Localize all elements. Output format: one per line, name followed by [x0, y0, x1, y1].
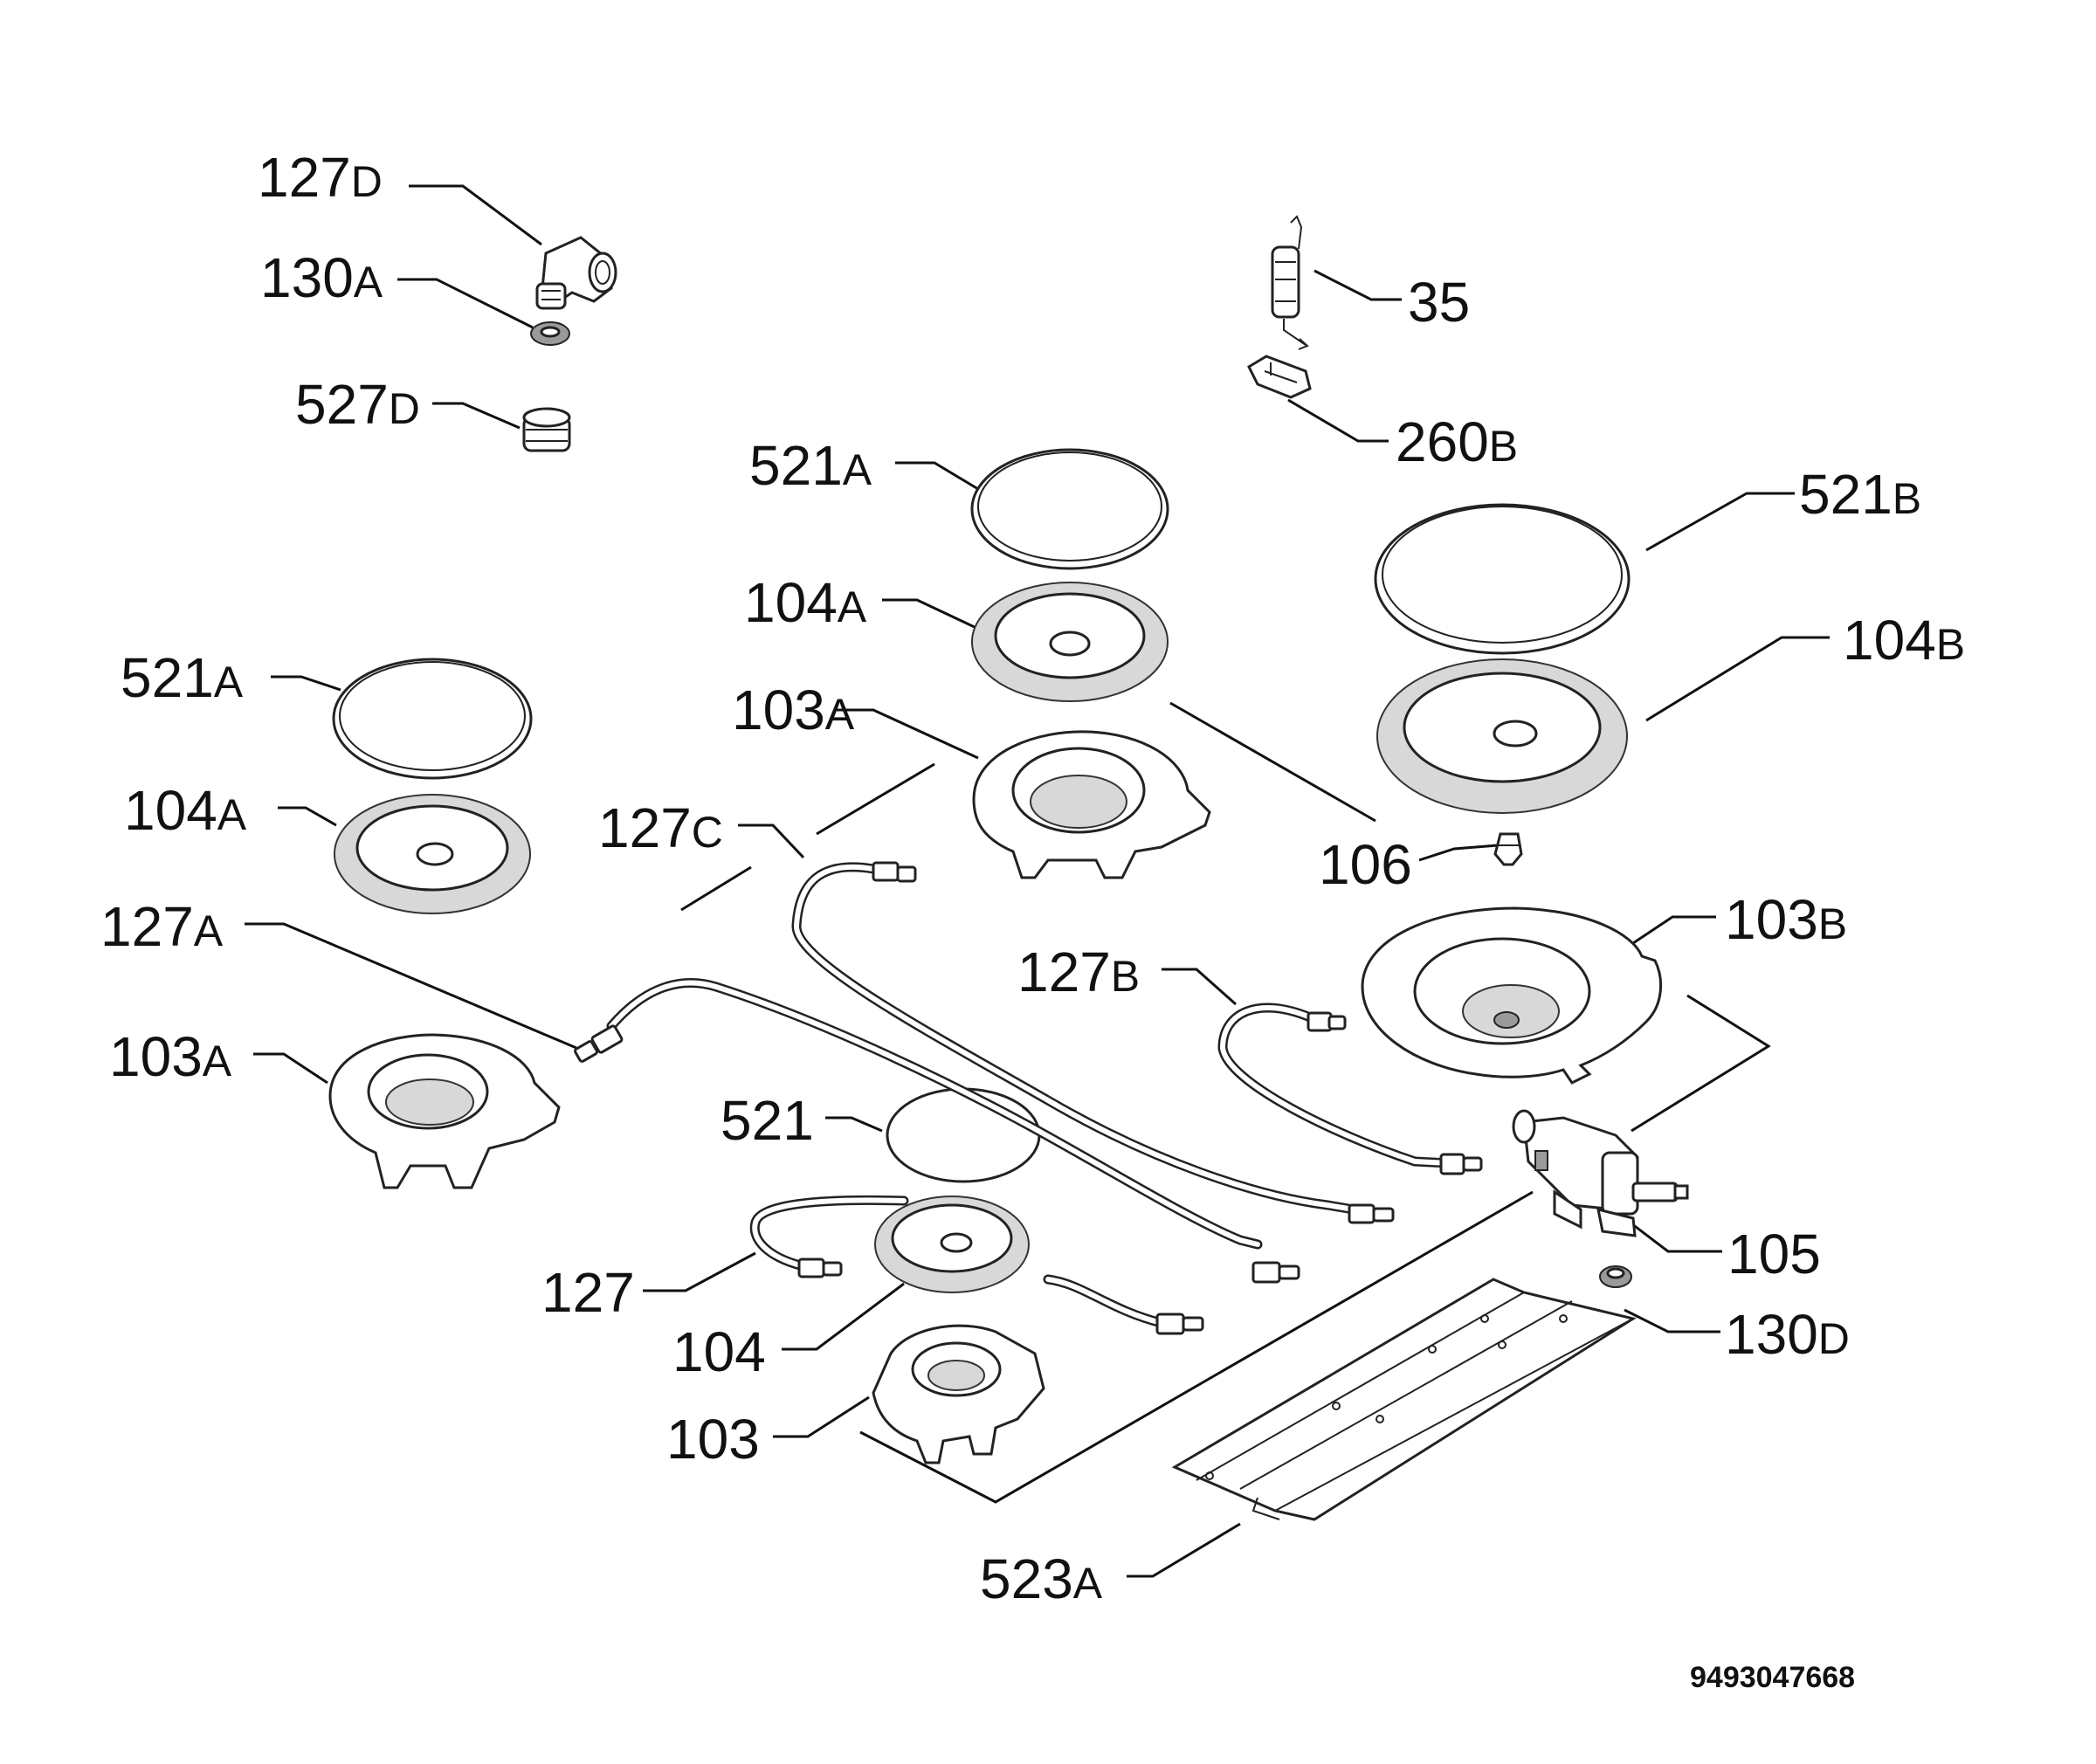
burner-cap-large-part	[1374, 503, 1631, 655]
mounting-rail-part	[1171, 1278, 1637, 1521]
label-527D: 527D	[295, 373, 420, 436]
flame-spreader-small-part	[874, 1196, 1030, 1293]
label-35: 35	[1408, 271, 1470, 334]
flame-spreader-large-part	[1376, 658, 1628, 814]
label-521A-left: 521A	[121, 646, 244, 709]
label-104B: 104B	[1843, 609, 1965, 672]
label-260B: 260B	[1396, 410, 1518, 473]
burner-base-part	[972, 730, 1211, 879]
label-127C: 127C	[598, 796, 723, 859]
leader-lines	[245, 184, 1830, 1578]
burner-cap-left-part	[332, 658, 533, 780]
label-127B: 127B	[1017, 941, 1140, 1003]
label-127D-top: 127D	[258, 146, 383, 209]
label-106: 106	[1319, 833, 1412, 896]
diagram-reference-number: 9493047668	[1690, 1661, 1855, 1694]
label-130D: 130D	[1725, 1303, 1850, 1366]
label-104: 104	[672, 1320, 766, 1383]
burner-base-small-part	[872, 1324, 1045, 1464]
label-105: 105	[1727, 1223, 1821, 1285]
label-104A-left: 104A	[124, 779, 247, 842]
label-103A-center: 103A	[732, 679, 855, 741]
seal-washer-small-part	[1599, 1265, 1632, 1288]
label-521B: 521B	[1799, 463, 1921, 526]
burner-cap-small-part	[886, 1087, 1041, 1183]
label-130A-top: 130A	[260, 246, 383, 309]
injector-part	[1493, 832, 1523, 866]
label-521: 521	[720, 1089, 814, 1152]
label-523A: 523A	[980, 1547, 1103, 1610]
gas-pipes	[574, 861, 1483, 1335]
flame-spreader-left-part	[334, 794, 531, 914]
gas-valve-part	[1512, 1109, 1689, 1237]
label-127: 127	[541, 1261, 635, 1324]
seal-washer-part	[530, 321, 570, 346]
elbow-fitting-part	[535, 236, 617, 310]
flame-spreader-part	[971, 582, 1169, 702]
label-521A-center: 521A	[749, 434, 872, 497]
part-labels: 127D 130A 527D 35 260B 521A 521B 104A 10…	[100, 146, 1965, 1610]
burner-cap-part	[970, 448, 1169, 570]
thermocouple-part	[1271, 215, 1309, 350]
nipple-fitting-part	[522, 407, 571, 452]
label-103B: 103B	[1725, 888, 1847, 951]
label-103A-left: 103A	[109, 1025, 232, 1088]
burner-base-left-part	[328, 1033, 561, 1189]
burner-base-large-part	[1361, 906, 1663, 1085]
clip-part	[1247, 355, 1312, 399]
label-103: 103	[666, 1408, 760, 1471]
label-127A: 127A	[100, 895, 224, 958]
label-104A-center: 104A	[744, 571, 867, 634]
